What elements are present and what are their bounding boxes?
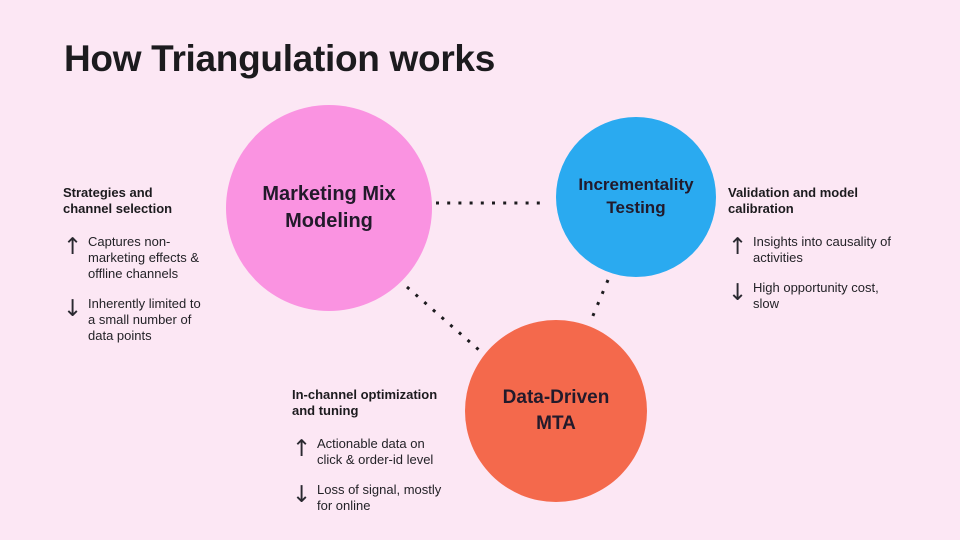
annotation-mta-con-text: Loss of signal, mostly for online	[317, 482, 442, 513]
up-arrow-icon: ↑	[728, 234, 748, 260]
circle-label-incrementality: Incrementality Testing	[578, 175, 694, 217]
circle-incrementality-testing: Incrementality Testing	[556, 117, 716, 277]
annotation-mmm-con-text: Inherently limited to a small number of …	[88, 296, 201, 343]
annotation-mmm-pro: ↑ Captures non- marketing effects & offl…	[63, 234, 223, 282]
up-arrow-icon: ↑	[292, 436, 312, 462]
annotation-mmm-heading: Strategies and channel selection	[63, 185, 173, 216]
page-title: How Triangulation works	[64, 38, 495, 79]
up-arrow-icon: ↑	[63, 234, 83, 260]
annotation-mta-con: ↓ Loss of signal, mostly for online	[292, 482, 470, 514]
annotation-mta-pro-text: Actionable data on click & order-id leve…	[317, 436, 434, 467]
down-arrow-icon: ↓	[63, 296, 83, 322]
circle-marketing-mix-modeling: Marketing Mix Modeling	[226, 105, 432, 311]
annotation-mmm: Strategies and channel selection ↑ Captu…	[63, 185, 223, 344]
annotation-incrementality-pro-text: Insights into causality of activities	[753, 234, 892, 265]
annotation-incrementality-heading: Validation and model calibration	[728, 185, 859, 216]
annotation-mmm-pro-text: Captures non- marketing effects & offlin…	[88, 234, 200, 281]
annotation-mta: In-channel optimization and tuning ↑ Act…	[292, 387, 470, 514]
circle-label-mmm: Marketing Mix Modeling	[262, 183, 396, 232]
circle-label-mta: Data-Driven MTA	[502, 387, 610, 434]
annotation-mta-pro: ↑ Actionable data on click & order-id le…	[292, 436, 470, 468]
connector-incrementality-mta	[590, 279, 610, 319]
connector-mmm-mta	[406, 285, 488, 359]
annotation-mta-heading: In-channel optimization and tuning	[292, 387, 438, 418]
circle-data-driven-mta: Data-Driven MTA	[465, 320, 647, 502]
annotation-incrementality-con: ↓ High opportunity cost, slow	[728, 280, 926, 312]
annotation-incrementality: Validation and model calibration ↑ Insig…	[728, 185, 926, 312]
down-arrow-icon: ↓	[292, 482, 312, 508]
annotation-mmm-con: ↓ Inherently limited to a small number o…	[63, 296, 223, 344]
annotation-incrementality-pro: ↑ Insights into causality of activities	[728, 234, 926, 266]
annotation-incrementality-con-text: High opportunity cost, slow	[753, 280, 879, 311]
down-arrow-icon: ↓	[728, 280, 748, 306]
